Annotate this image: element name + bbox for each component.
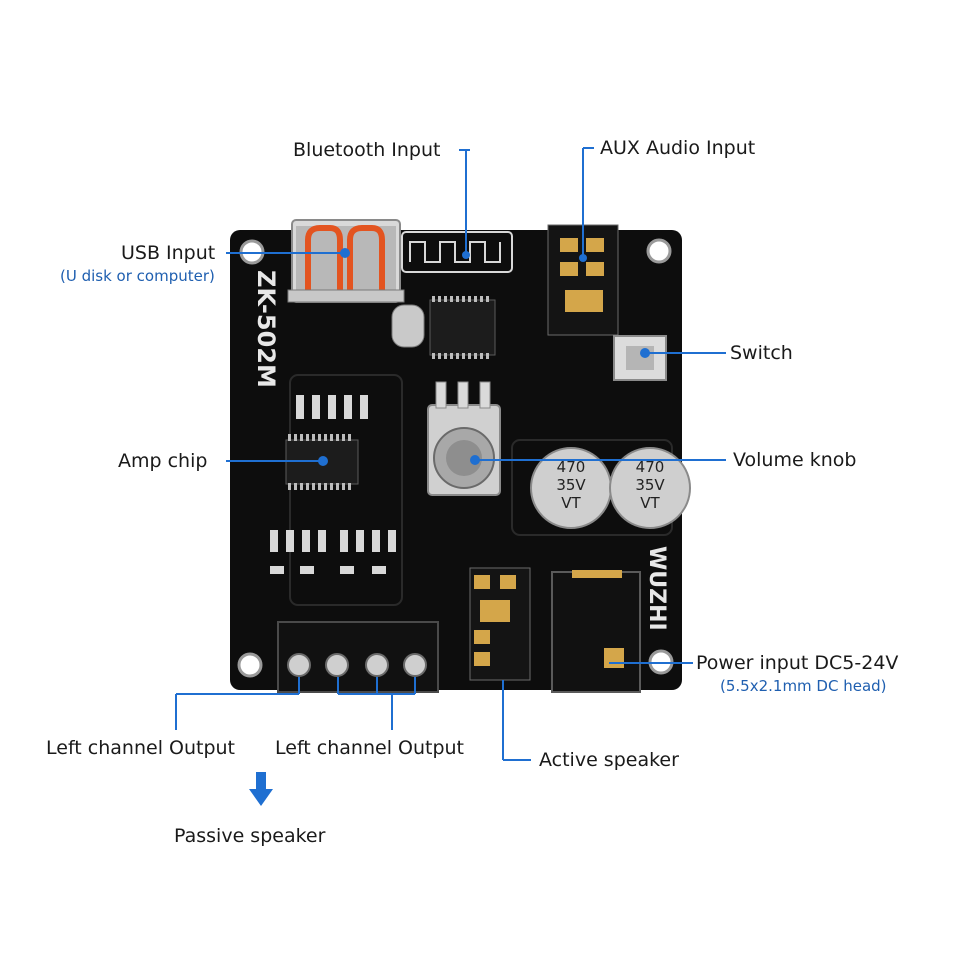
switch: [613, 335, 667, 381]
label-bluetooth-input: Bluetooth Input: [293, 139, 441, 161]
label-switch: Switch: [730, 342, 793, 364]
cap1-line1: 470: [557, 458, 586, 476]
volume-knob: [427, 381, 501, 496]
label-power-input: Power input DC5-24V: [696, 652, 899, 674]
leader-dots: [318, 248, 650, 466]
dc-jack: [551, 570, 641, 693]
cap1-line3: VT: [561, 494, 581, 512]
label-volume-knob: Volume knob: [733, 449, 857, 471]
leader-lines: [175, 147, 726, 761]
active-speaker-jack: [469, 567, 531, 681]
usb-port: [287, 219, 405, 303]
label-active-speaker: Active speaker: [539, 749, 679, 771]
bluetooth-module: [391, 231, 513, 359]
label-usb-input: USB Input: [121, 242, 216, 264]
arrow-down-icon: [249, 772, 273, 806]
label-usb-sub: (U disk or computer): [60, 267, 215, 285]
label-amp-chip: Amp chip: [118, 450, 208, 472]
label-power-sub: (5.5x2.1mm DC head): [720, 677, 887, 695]
speaker-terminal: [277, 621, 439, 693]
board-model: ZK-502M: [252, 270, 280, 388]
board-brand: WUZHI: [644, 546, 669, 631]
cap1-line2: 35V: [556, 476, 586, 494]
capacitor-2: 470 35V VT: [609, 447, 691, 529]
capacitor-1: 470 35V VT: [530, 447, 612, 529]
cap2-line1: 470: [636, 458, 665, 476]
cap2-line3: VT: [640, 494, 660, 512]
label-left-channel-1: Left channel Output: [46, 737, 236, 759]
cap2-line2: 35V: [635, 476, 665, 494]
label-aux-audio-input: AUX Audio Input: [600, 137, 756, 159]
label-left-channel-2: Left channel Output: [275, 737, 465, 759]
label-passive-speaker: Passive speaker: [174, 825, 326, 847]
